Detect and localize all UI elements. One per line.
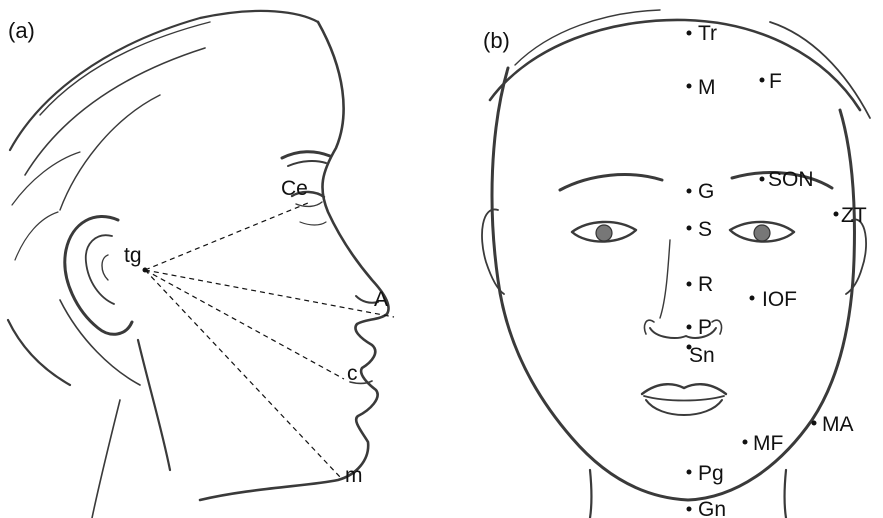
mf-label: MF xyxy=(753,432,783,455)
f-label: F xyxy=(769,70,782,93)
ma-label: MA xyxy=(822,413,854,436)
tg-label: tg xyxy=(124,244,142,267)
g-point xyxy=(687,189,692,194)
frontal-sketch xyxy=(482,10,870,518)
p-point xyxy=(687,325,692,330)
ma-point xyxy=(812,421,817,426)
measurement-lines xyxy=(145,203,394,477)
s-label: S xyxy=(698,218,712,241)
iof-point xyxy=(750,296,755,301)
mf-point xyxy=(743,440,748,445)
profile-sketch xyxy=(8,11,389,518)
f-point xyxy=(760,78,765,83)
ce-label: Ce xyxy=(281,177,308,200)
a-label: A xyxy=(374,288,388,311)
p-label: P xyxy=(698,316,712,339)
panel-a-tag: (a) xyxy=(8,18,35,43)
c-label: c xyxy=(347,362,358,385)
zt-label: ZT xyxy=(841,204,867,227)
tg-point xyxy=(143,268,148,273)
sn-label: Sn xyxy=(689,344,715,367)
pg-label: Pg xyxy=(698,462,724,485)
profile-illustration: (a) tg Ce A c m xyxy=(0,0,433,518)
profile-panel: (a) tg Ce A c m xyxy=(0,0,433,518)
frontal-illustration: (b) Tr M F G SON S ZT R IOF P Sn MA MF P… xyxy=(440,0,883,518)
pg-point xyxy=(687,470,692,475)
panel-b-tag: (b) xyxy=(483,28,510,53)
m-point xyxy=(687,84,692,89)
tg-m-line xyxy=(145,270,340,477)
r-label: R xyxy=(698,273,713,296)
son-point xyxy=(760,177,765,182)
tr-label: Tr xyxy=(698,22,717,45)
s-point xyxy=(687,226,692,231)
tg-c-line xyxy=(145,270,344,379)
m-label: m xyxy=(345,464,363,487)
tr-point xyxy=(687,31,692,36)
frontal-panel: (b) Tr M F G SON S ZT R IOF P Sn MA MF P… xyxy=(440,0,883,518)
gn-point xyxy=(687,507,692,512)
tg-ce-line xyxy=(145,203,308,270)
zt-point xyxy=(834,212,839,217)
m-label: M xyxy=(698,76,716,99)
gn-label: Gn xyxy=(698,498,726,518)
iof-label: IOF xyxy=(762,288,797,311)
g-label: G xyxy=(698,180,714,203)
son-label: SON xyxy=(768,168,814,191)
r-point xyxy=(687,282,692,287)
